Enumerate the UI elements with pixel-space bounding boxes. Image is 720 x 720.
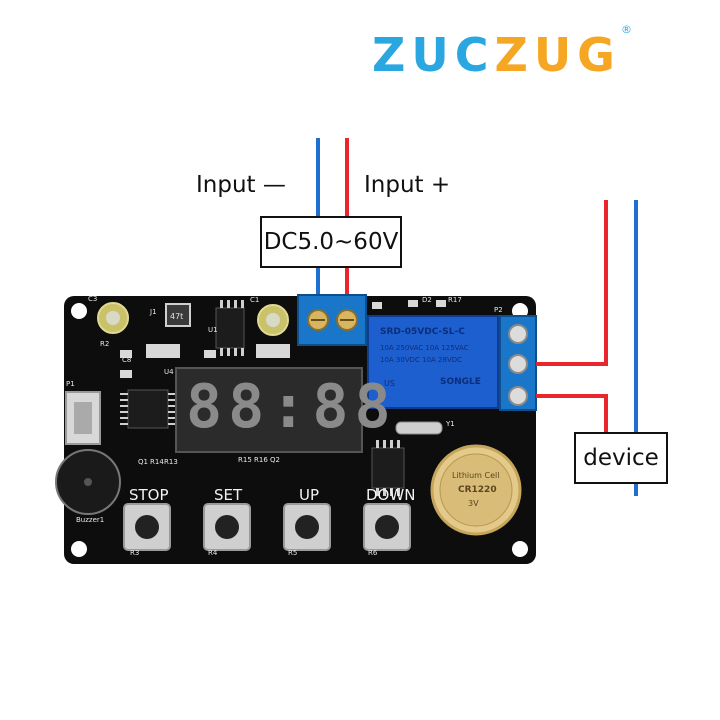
- smd-part-1: [146, 344, 180, 358]
- silk-r3: R3: [130, 549, 140, 557]
- mount-hole-tl: [71, 303, 87, 319]
- device-box: device: [574, 432, 668, 484]
- silk-buzzer: Buzzer1: [76, 516, 105, 524]
- silk-r16: R16: [254, 456, 268, 464]
- chip-u3: [371, 447, 405, 489]
- silk-c1: C1: [250, 296, 260, 304]
- relay-rating-1: 10A 250VAC 10A 125VAC: [380, 344, 469, 352]
- inductor: [165, 303, 191, 327]
- silk-u4: U4: [164, 368, 174, 376]
- button-up-label: UP: [299, 486, 320, 504]
- silk-r5: R5: [288, 549, 298, 557]
- logo-part-orange: ZUG: [494, 28, 621, 82]
- device-text: device: [583, 445, 659, 471]
- silk-r15: R15: [238, 456, 252, 464]
- mount-hole-br: [512, 541, 528, 557]
- silk-p2: P2: [494, 306, 503, 314]
- button-down[interactable]: [363, 503, 411, 551]
- silk-r13: R13: [164, 458, 178, 466]
- silk-r14: R14: [150, 458, 164, 466]
- battery-text-3: 3V: [468, 499, 479, 508]
- voltage-range-box: DC5.0~60V: [260, 216, 402, 268]
- output-wire-red-up: [536, 200, 608, 366]
- mount-hole-bl: [71, 541, 87, 557]
- smd-part-3: [256, 344, 290, 358]
- led-digits: 88:88: [186, 372, 397, 442]
- logo-part-blue: ZUC: [372, 28, 495, 82]
- silk-r2: R2: [100, 340, 110, 348]
- inductor-label: 47t: [170, 312, 183, 321]
- chip-u1-pins: [220, 300, 244, 356]
- silk-u1: U1: [208, 326, 218, 334]
- silk-y1: Y1: [446, 420, 455, 428]
- input-negative-label: Input —: [196, 172, 286, 198]
- voltage-range-text: DC5.0~60V: [263, 229, 399, 255]
- battery-text-2: CR1220: [458, 485, 497, 495]
- battery-text-1: Lithium Cell: [452, 471, 499, 480]
- silk-p1: P1: [66, 380, 75, 388]
- chip-main: [127, 389, 169, 429]
- output-screw-3: [508, 386, 528, 406]
- silk-d2: D2: [422, 296, 432, 304]
- led-display: [175, 367, 363, 453]
- silk-c8: C8: [122, 356, 132, 364]
- smd-part-2: [204, 350, 216, 358]
- capacitor-c3-top: [106, 311, 120, 325]
- button-stop[interactable]: [123, 503, 171, 551]
- trademark-mark: ®: [620, 22, 632, 36]
- button-set[interactable]: [203, 503, 251, 551]
- output-screw-2: [508, 354, 528, 374]
- relay: [367, 315, 499, 409]
- relay-model-text: SRD-05VDC-SL-C: [380, 327, 465, 337]
- output-wire-red-down: [536, 394, 608, 432]
- silk-r6: R6: [368, 549, 378, 557]
- silk-r17: R17: [448, 296, 462, 304]
- brand-logo: ZUCZUG®: [372, 23, 632, 82]
- button-stop-label: STOP: [129, 486, 169, 504]
- capacitor-c1-top: [266, 313, 280, 327]
- input-positive-label: Input +: [364, 172, 451, 198]
- output-screw-1: [508, 324, 528, 344]
- button-up[interactable]: [283, 503, 331, 551]
- silk-q2: Q2: [270, 456, 280, 464]
- chip-u1: [215, 307, 245, 349]
- silk-c3: C3: [88, 295, 98, 303]
- button-down-label: DOWN: [366, 486, 416, 504]
- silk-q1: Q1: [138, 458, 148, 466]
- relay-rating-2: 10A 30VDC 10A 28VDC: [380, 356, 462, 364]
- crystal-y1: [395, 421, 443, 435]
- silk-r4: R4: [208, 549, 218, 557]
- relay-ul-mark: US: [384, 379, 395, 388]
- button-set-label: SET: [214, 486, 243, 504]
- silk-j1: J1: [150, 308, 157, 316]
- relay-brand: SONGLE: [440, 377, 481, 387]
